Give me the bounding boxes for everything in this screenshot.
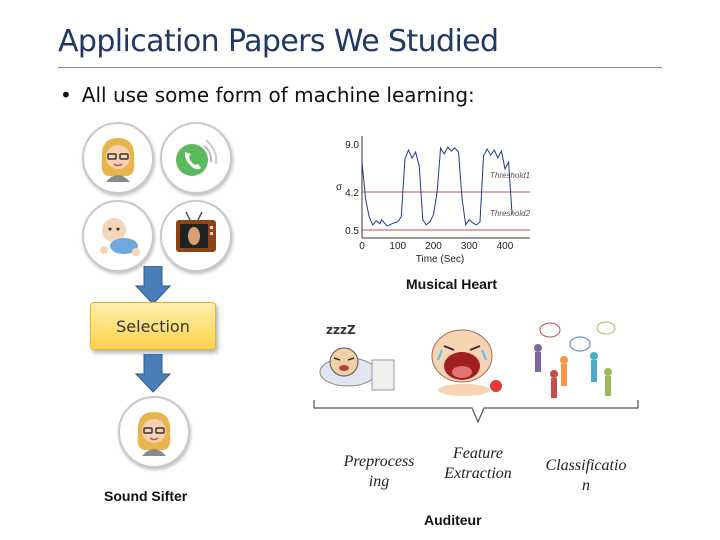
grouping-brace	[313, 400, 639, 424]
woman-avatar-icon	[118, 396, 190, 468]
threshold-label: Threshold2	[490, 209, 531, 218]
selection-label: Selection	[116, 316, 190, 336]
y-axis-label: σ	[336, 182, 343, 193]
bullet-item: • All use some form of machine learning:	[60, 83, 475, 107]
series-line	[361, 146, 513, 227]
x-tick-label: 100	[389, 241, 406, 252]
x-axis-label: Time (Sec)	[416, 254, 465, 265]
baby-icon	[82, 200, 154, 272]
musical-heart-caption: Musical Heart	[406, 276, 498, 292]
sleeping-man-icon: zzzZ	[316, 320, 396, 396]
svg-text:zzzZ: zzzZ	[326, 323, 356, 337]
x-tick-label: 300	[461, 241, 478, 252]
tv-icon	[160, 200, 232, 272]
y-tick-label: 0.5	[345, 226, 359, 237]
y-tick-label: 4.2	[345, 188, 359, 199]
crying-baby-icon	[420, 318, 510, 398]
down-arrow-icon	[134, 354, 172, 393]
x-tick-label: 200	[425, 241, 442, 252]
bullet-text: All use some form of machine learning:	[81, 83, 475, 107]
woman-avatar-icon	[82, 122, 154, 194]
people-talking-icon	[524, 318, 620, 400]
threshold-label: Threshold1	[490, 171, 530, 180]
phone-call-icon	[160, 122, 232, 194]
y-tick-label: 9.0	[345, 140, 359, 151]
down-arrow-icon	[134, 266, 172, 305]
auditeur-caption: Auditeur	[424, 512, 482, 528]
bullet-dot-icon: •	[60, 83, 72, 107]
x-tick-label: 400	[497, 241, 514, 252]
x-tick-label: 0	[359, 241, 365, 252]
selection-box: Selection	[90, 302, 216, 350]
slide-title: Application Papers We Studied	[58, 24, 499, 59]
sound-sifter-caption: Sound Sifter	[104, 488, 188, 504]
title-divider	[58, 67, 662, 68]
